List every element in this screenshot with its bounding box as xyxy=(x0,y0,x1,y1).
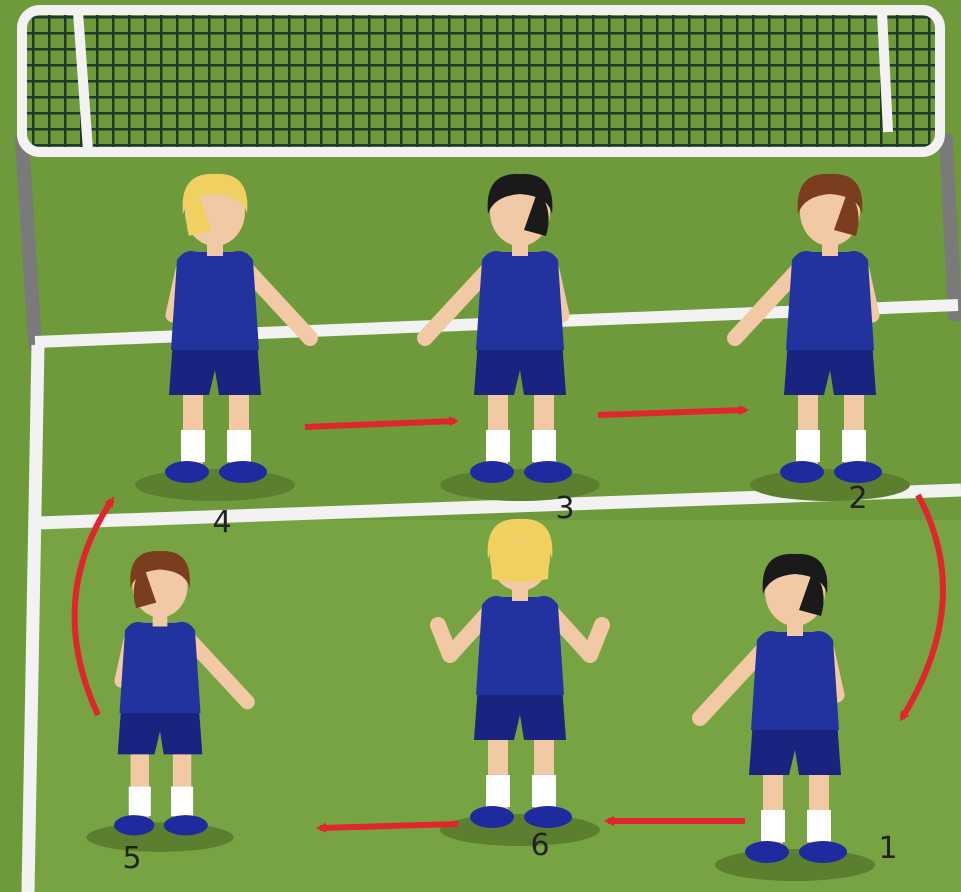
player-shadow xyxy=(440,469,600,501)
player-shoe xyxy=(799,841,847,863)
player-jersey xyxy=(751,631,839,730)
player-jersey xyxy=(171,251,259,350)
player-shadow xyxy=(750,469,910,501)
player-shadow xyxy=(86,822,233,851)
player-sock xyxy=(171,787,193,816)
player-jersey xyxy=(476,251,564,350)
player-sock xyxy=(129,787,151,816)
player-shoe xyxy=(470,806,514,828)
player-shoe xyxy=(164,815,208,835)
player-shoe xyxy=(114,815,154,835)
player-shadow xyxy=(135,469,295,501)
position-label-5: 5 xyxy=(122,841,141,876)
position-label-3: 3 xyxy=(555,491,574,526)
player-jersey xyxy=(476,596,564,695)
player-sock xyxy=(761,810,785,842)
player-sock xyxy=(532,775,556,807)
position-label-2: 2 xyxy=(848,481,867,516)
player-sock xyxy=(807,810,831,842)
player-sock xyxy=(181,430,205,462)
position-label-4: 4 xyxy=(212,505,231,540)
player-sock xyxy=(486,430,510,462)
net-mesh xyxy=(22,10,940,152)
player-jersey xyxy=(786,251,874,350)
player-shoe xyxy=(524,461,572,483)
arrow-6-to-5 xyxy=(320,824,458,828)
player-shoe xyxy=(780,461,824,483)
net-post-right xyxy=(946,140,955,315)
player-shoe xyxy=(745,841,789,863)
position-label-6: 6 xyxy=(530,828,549,863)
player-shoe xyxy=(834,461,882,483)
player-sock xyxy=(842,430,866,462)
player-hair xyxy=(490,540,550,582)
player-jersey xyxy=(120,622,201,713)
player-shadow xyxy=(715,849,875,881)
net-band-right xyxy=(882,12,888,132)
player-sock xyxy=(796,430,820,462)
player-shoe xyxy=(219,461,267,483)
player-sock xyxy=(227,430,251,462)
player-shoe xyxy=(470,461,514,483)
player-shoe xyxy=(165,461,209,483)
position-label-1: 1 xyxy=(878,831,897,866)
player-shoe xyxy=(524,806,572,828)
player-shadow xyxy=(440,814,600,846)
player-sock xyxy=(486,775,510,807)
player-sock xyxy=(532,430,556,462)
